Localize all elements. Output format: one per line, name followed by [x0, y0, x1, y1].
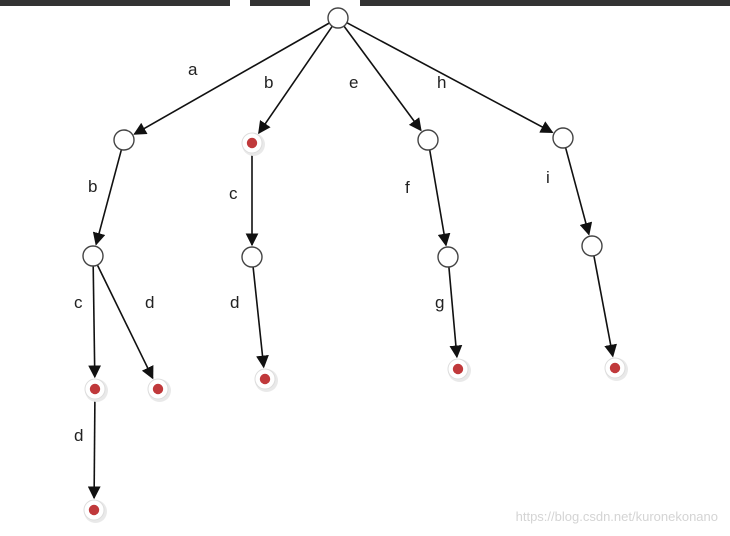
edge-root-e: [343, 25, 422, 132]
terminal-node-abcd: [83, 499, 107, 523]
watermark-text: https://blog.csdn.net/kuronekonano: [515, 509, 718, 524]
terminal-node-efg: [447, 358, 471, 382]
node-h: [552, 127, 574, 149]
node-a: [113, 129, 135, 151]
edge-label-b-bc: c: [229, 184, 238, 203]
edge-ab-abd: [96, 264, 154, 380]
edge-label-ab-abc: c: [74, 293, 83, 312]
edge-label-root-h: h: [437, 73, 446, 92]
edge-label-root-e: e: [349, 73, 358, 92]
terminal-node-abd: [147, 378, 171, 402]
terminal-node-hi_end: [604, 357, 628, 381]
terminal-node-bcd: [254, 368, 278, 392]
edge-label-ab-abd: d: [145, 293, 154, 312]
edge-label-bc-bcd: d: [230, 293, 239, 312]
edge-label-abc-abcd: d: [74, 426, 83, 445]
edge-label-ef-efg: g: [435, 293, 444, 312]
edge-label-root-b: b: [264, 73, 273, 92]
edge-e-ef: [428, 149, 451, 247]
edge-abc-abcd: [87, 398, 101, 500]
edge-bc-bcd: [252, 266, 269, 369]
terminal-node-b: [241, 132, 265, 156]
terminal-node-abc: [84, 378, 108, 402]
edge-root-a: [133, 22, 330, 135]
node-hi: [581, 235, 603, 257]
node-ef: [437, 246, 459, 268]
cropped-text-strip: [0, 0, 730, 6]
edge-h-hi: [564, 147, 593, 236]
node-ab: [82, 245, 104, 267]
edge-a-ab: [92, 149, 123, 246]
edge-label-e-ef: f: [405, 178, 410, 197]
node-e: [417, 129, 439, 151]
node-bc: [241, 246, 263, 268]
edge-label-a-ab: b: [88, 177, 97, 196]
edge-root-b: [258, 25, 333, 135]
edge-root-h: [346, 21, 554, 134]
node-root: [327, 7, 349, 29]
edge-hi-hi_end: [593, 255, 617, 358]
edge-label-h-hi: i: [546, 168, 550, 187]
edge-ab-abc: [88, 265, 102, 379]
edge-label-root-a: a: [188, 60, 198, 79]
edge-ef-efg: [448, 266, 463, 359]
